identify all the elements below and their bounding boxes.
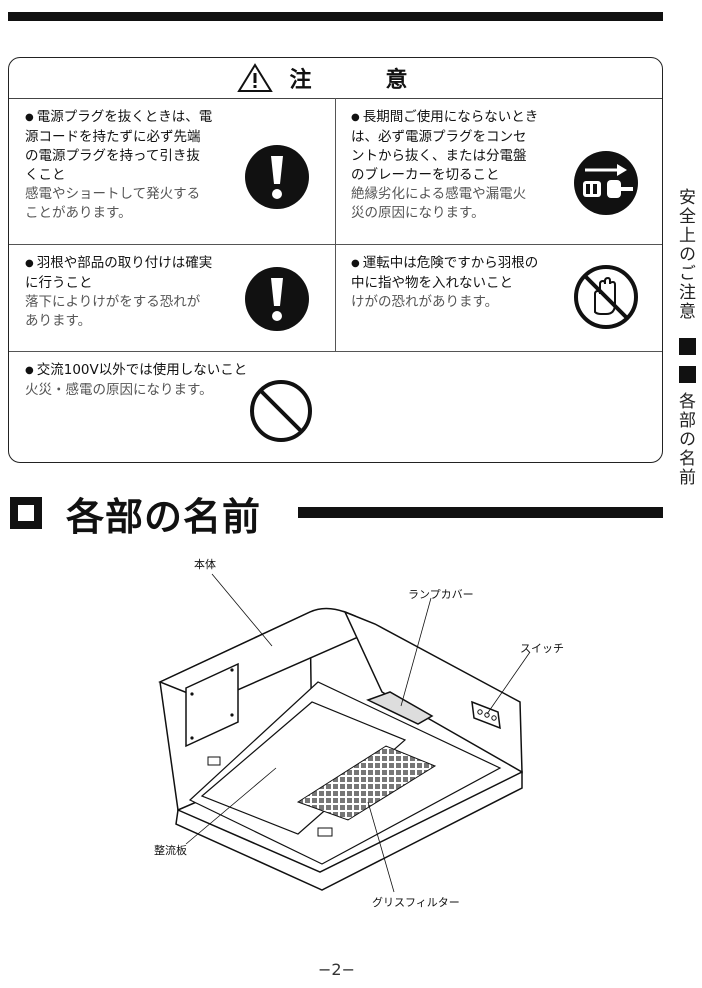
caution-header: 注 意 bbox=[9, 58, 662, 99]
caution-sub-line: 災の原因になります。 bbox=[351, 205, 485, 221]
section-title: 各部の名前 bbox=[66, 494, 262, 539]
grid-hline bbox=[9, 351, 662, 352]
caution-sub-line: 落下によりけがをする恐れが bbox=[25, 294, 201, 310]
caution-main-line: のブレーカーを切ること bbox=[351, 167, 500, 183]
label-lamp-cover: ランプカバー bbox=[408, 588, 474, 601]
caution-main-line: 運転中は危険ですから羽根の bbox=[351, 254, 539, 274]
caution-main-line: 中に指や物を入れないこと bbox=[351, 275, 513, 291]
label-switch: スイッチ bbox=[520, 642, 564, 655]
caution-main-line: 電源プラグを抜くときは、電 bbox=[25, 108, 213, 128]
caution-item-secure-parts: 羽根や部品の取り付けは確実 に行うこと 落下によりけがをする恐れが あります。 bbox=[9, 244, 335, 351]
no-hand-icon bbox=[574, 265, 638, 329]
section-heading: 各部の名前 bbox=[10, 489, 261, 539]
caution-main-line: 交流100V以外では使用しないこと bbox=[25, 361, 248, 381]
caution-sub-line: あります。 bbox=[25, 313, 92, 329]
caution-main-line: 源コードを持たずに必ず先端 bbox=[25, 129, 201, 145]
caution-sub-line: 感電やショートして発火する bbox=[25, 186, 201, 202]
caution-main-line: に行うこと bbox=[25, 275, 93, 291]
caution-main-line: の電源プラグを持って引き抜 bbox=[25, 148, 200, 164]
caution-item-unplug-by-plug: 電源プラグを抜くときは、電 源コードを持たずに必ず先端 の電源プラグを持って引き… bbox=[9, 98, 335, 244]
caution-box: 注 意 電源プラグを抜くときは、電 源コードを持たずに必ず先端 の電源プラグを持… bbox=[8, 57, 663, 463]
warning-triangle-icon bbox=[237, 63, 274, 92]
grid-vline bbox=[335, 98, 336, 351]
caution-main-line: は、必ず電源プラグをコンセ bbox=[351, 129, 527, 145]
exclamation-icon bbox=[245, 267, 309, 331]
exclamation-icon bbox=[245, 145, 309, 209]
caution-main-line: くこと bbox=[25, 167, 66, 183]
range-hood-diagram: 本体 ランプカバー スイッチ 整流板 グリスフィルター bbox=[150, 552, 570, 917]
caution-sub-line: ことがあります。 bbox=[25, 205, 132, 221]
caution-sub-line: 絶縁劣化による感電や漏電火 bbox=[351, 186, 527, 202]
side-tab-marker bbox=[679, 338, 696, 355]
caution-item-no-fingers: 運転中は危険ですから羽根の 中に指や物を入れないこと けがの恐れがあります。 bbox=[335, 244, 662, 351]
prohibited-icon bbox=[250, 380, 312, 442]
caution-main-line: ントから抜く、または分電盤 bbox=[351, 148, 527, 164]
label-body: 本体 bbox=[194, 558, 216, 571]
caution-item-100v-only: 交流100V以外では使用しないこと 火災・感電の原因になります。 bbox=[9, 351, 662, 462]
caution-title: 注 意 bbox=[289, 68, 434, 93]
caution-main-line: 羽根や部品の取り付けは確実 bbox=[25, 254, 213, 274]
caution-sub-line: けがの恐れがあります。 bbox=[351, 294, 499, 310]
caution-item-long-unused: 長期間ご使用にならないとき は、必ず電源プラグをコンセ ントから抜く、または分電… bbox=[335, 98, 662, 244]
unplug-icon bbox=[574, 151, 638, 215]
caution-main-line: 長期間ご使用にならないとき bbox=[351, 108, 539, 128]
side-tab-safety: 安全上のご注意 bbox=[675, 188, 695, 321]
side-tab-parts: 各部の名前 bbox=[675, 392, 695, 487]
top-rule bbox=[8, 12, 663, 21]
range-hood-illustration bbox=[158, 573, 531, 893]
label-rectifier-plate: 整流板 bbox=[154, 844, 187, 857]
page-number: −2− bbox=[318, 960, 355, 979]
square-bullet-icon bbox=[10, 497, 42, 529]
label-grease-filter: グリスフィルター bbox=[372, 896, 460, 909]
caution-sub-line: 火災・感電の原因になります。 bbox=[25, 382, 213, 398]
side-tab-marker bbox=[679, 366, 696, 383]
grid-hline bbox=[9, 244, 662, 245]
section-rule bbox=[298, 507, 663, 518]
